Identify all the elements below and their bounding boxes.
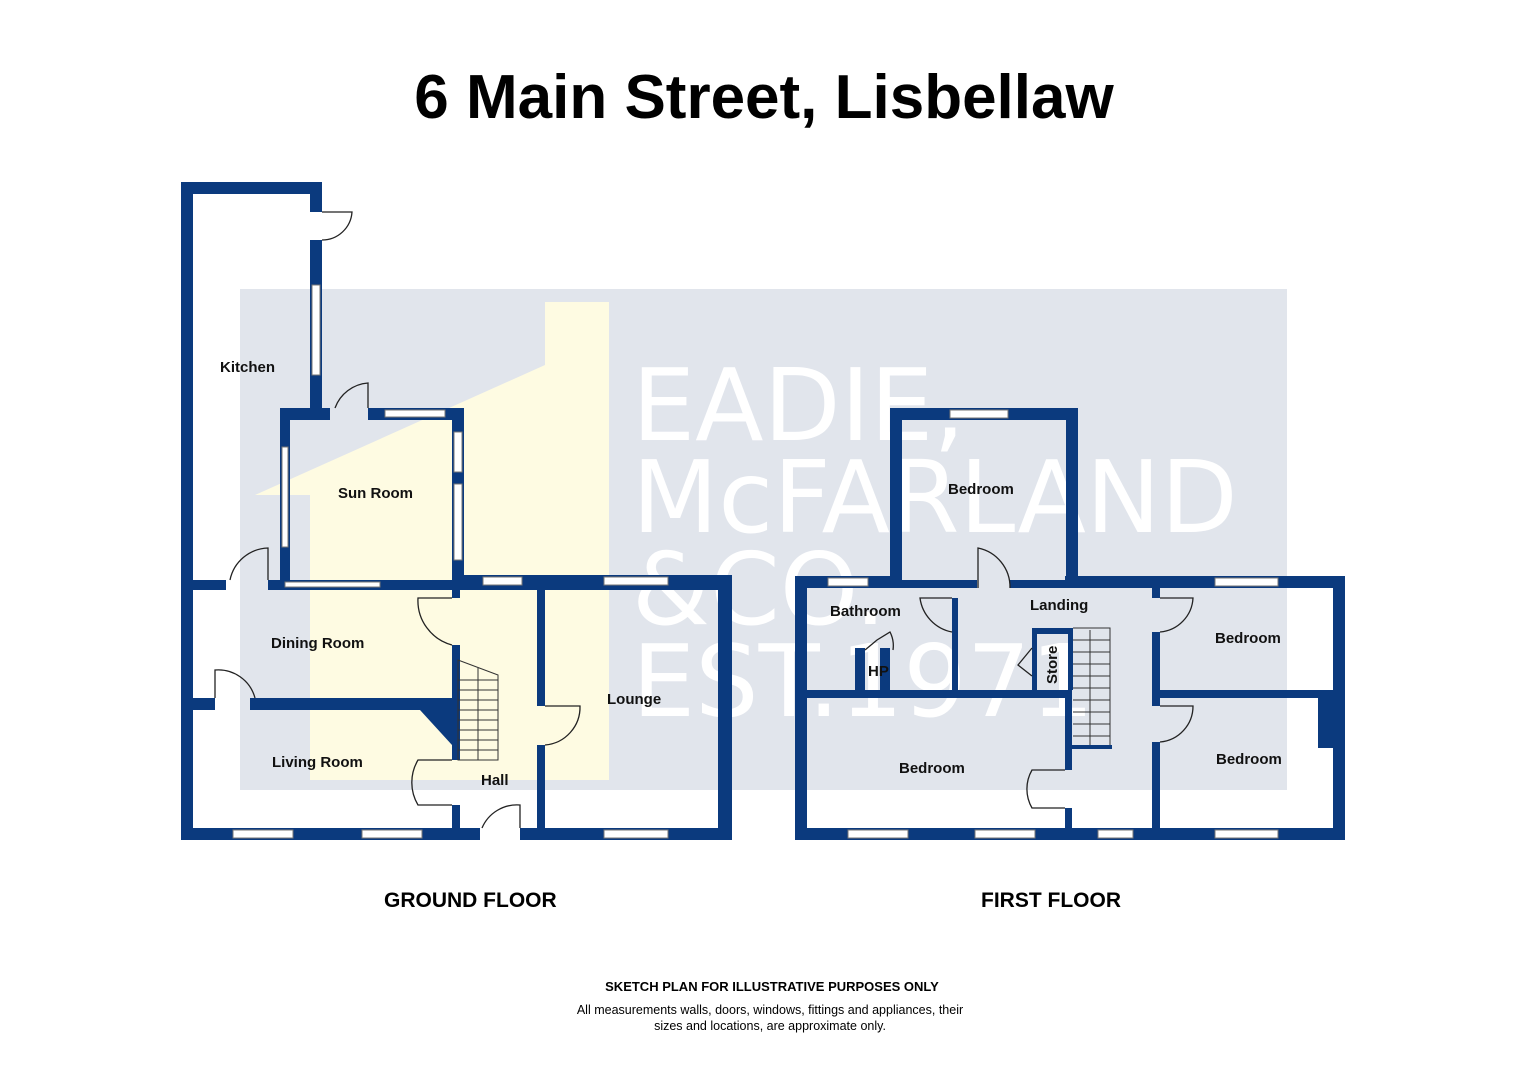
room-label-lounge: Lounge [607, 691, 661, 708]
disclaimer-text: All measurements walls, doors, windows, … [560, 1002, 980, 1034]
room-label-dining-room: Dining Room [271, 635, 364, 652]
room-label-kitchen: Kitchen [220, 359, 275, 376]
ground-floor-label: GROUND FLOOR [384, 889, 557, 912]
ground-floor-walls [181, 182, 732, 840]
disclaimer-line-2: sizes and locations, are approximate onl… [654, 1019, 886, 1033]
room-label-hp: HP [868, 663, 889, 680]
room-label-store: Store [1044, 646, 1061, 684]
page-title: 6 Main Street, Lisbellaw [414, 63, 1114, 132]
first-floor-walls [795, 408, 1345, 840]
room-label-sun-room: Sun Room [338, 485, 413, 502]
room-label-bedroom-rear: Bedroom [948, 481, 1014, 498]
room-label-landing: Landing [1030, 597, 1088, 614]
ground-floor-stairs [457, 659, 499, 761]
svg-text:McFARLAND: McFARLAND [632, 439, 1238, 556]
room-label-living-room: Living Room [272, 754, 363, 771]
first-floor-label: FIRST FLOOR [981, 889, 1121, 912]
room-label-bedroom-right-top: Bedroom [1215, 630, 1281, 647]
first-floor-doors [864, 547, 1194, 809]
first-floor-stairs [1070, 627, 1112, 749]
room-label-bathroom: Bathroom [830, 603, 901, 620]
disclaimer-line-1: All measurements walls, doors, windows, … [576, 1003, 964, 1017]
room-label-bedroom-right-bottom: Bedroom [1216, 751, 1282, 768]
watermark: EADIE, McFARLAND &CO. EST.1971 [240, 289, 1287, 790]
disclaimer-heading: SKETCH PLAN FOR ILLUSTRATIVE PURPOSES ON… [605, 979, 939, 994]
ground-floor-doors [214, 211, 581, 829]
svg-text:EADIE,: EADIE, [632, 347, 965, 464]
room-label-hall: Hall [481, 772, 509, 789]
room-label-bedroom-front-left: Bedroom [899, 760, 965, 777]
